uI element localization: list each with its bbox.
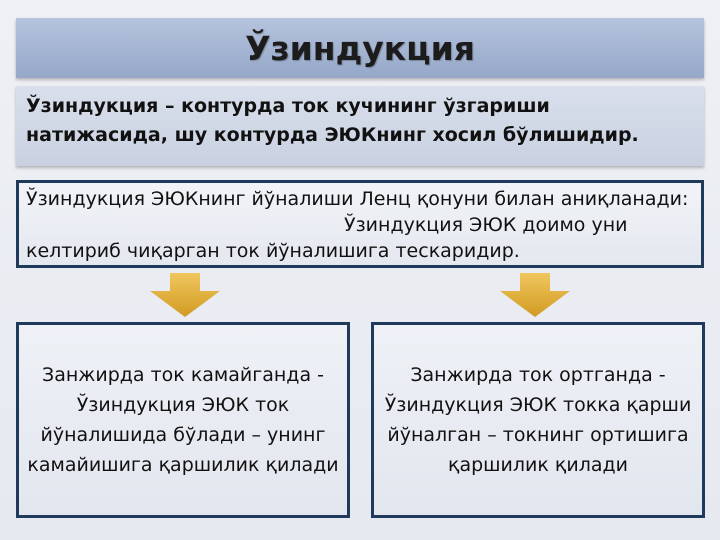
- current-increasing-text: Занжирда ток ортганда - Ўзиндукция ЭЮК т…: [384, 364, 692, 476]
- lenz-rule-text: Ўзиндукция ЭЮКнинг йўналиши Ленц қонуни …: [26, 186, 694, 264]
- lenz-line-3: келтириб чиқарган ток йўналишига тескари…: [26, 240, 520, 262]
- lenz-line-2: Ўзиндукция ЭЮК доимо уни: [344, 214, 628, 236]
- arrow-down-icon: [500, 273, 570, 317]
- current-decreasing-box: Занжирда ток камайганда - Ўзиндукция ЭЮК…: [16, 322, 350, 518]
- current-decreasing-text: Занжирда ток камайганда - Ўзиндукция ЭЮК…: [27, 364, 339, 476]
- lenz-line-1: Ўзиндукция ЭЮКнинг йўналиши Ленц қонуни …: [26, 188, 689, 210]
- title-bar: Ўзиндукция: [16, 18, 704, 78]
- definition-box: Ўзиндукция – контурда ток кучининг ўзгар…: [16, 86, 704, 166]
- current-increasing-box: Занжирда ток ортганда - Ўзиндукция ЭЮК т…: [371, 322, 705, 518]
- definition-text: Ўзиндукция – контурда ток кучининг ўзгар…: [26, 95, 639, 146]
- slide-title: Ўзиндукция: [245, 28, 475, 68]
- lenz-rule-box: Ўзиндукция ЭЮКнинг йўналиши Ленц қонуни …: [16, 180, 704, 268]
- arrow-down-icon: [150, 273, 220, 317]
